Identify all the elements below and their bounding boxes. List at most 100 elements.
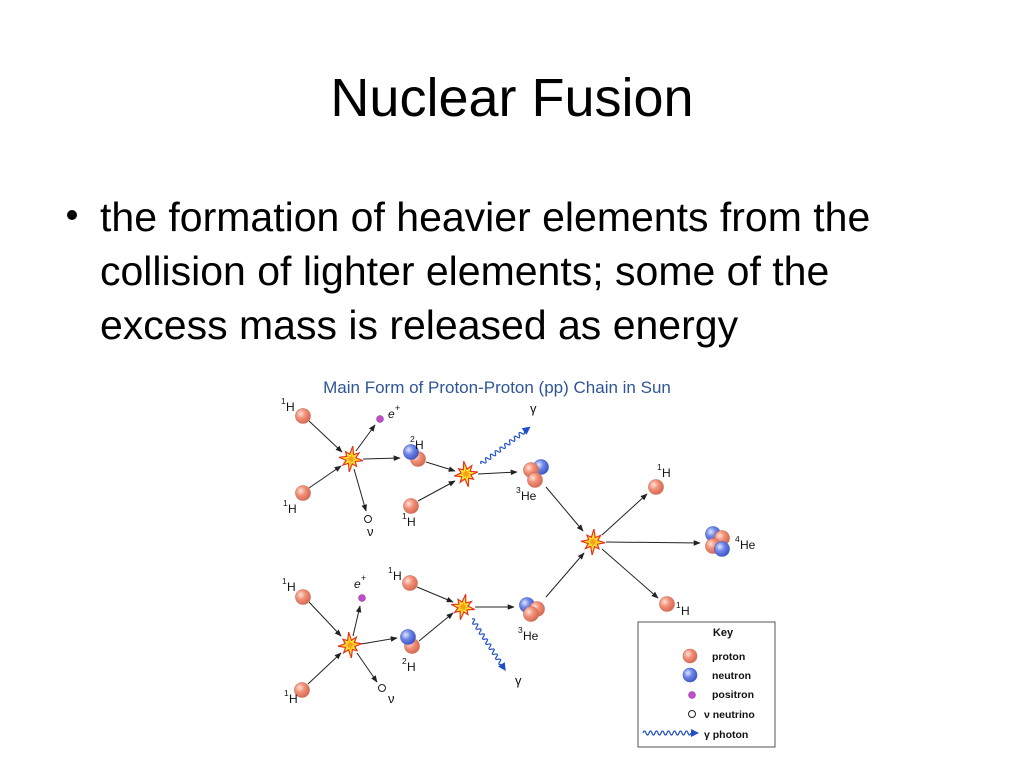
mass-number: 2 <box>402 656 407 666</box>
pp-chain-diagram: Main Form of Proton-Proton (pp) Chain in… <box>281 378 776 748</box>
arrow-fusion-to-deuterium <box>360 636 398 645</box>
neutrino <box>378 684 386 692</box>
key-neutron-swatch <box>682 667 698 683</box>
mass-number: 1 <box>657 462 662 472</box>
mass-number: 4 <box>735 534 740 544</box>
label-neutrino: ν <box>388 691 395 706</box>
label-hydrogen-1: 1 H <box>402 511 416 529</box>
mass-number: 3 <box>516 485 521 495</box>
label-hydrogen-1: 1 H <box>282 576 296 594</box>
proton <box>294 682 310 698</box>
key-label-neutrino: ν neutrino <box>704 709 755 721</box>
arrow-proton-to-fusion <box>308 601 342 637</box>
element-symbol: H <box>415 438 424 452</box>
gamma-photon-wave <box>471 618 506 671</box>
key-positron-swatch <box>688 691 696 699</box>
label-hydrogen-1: 1 H <box>283 498 297 516</box>
label-helium-4: 4 He <box>735 534 756 552</box>
label-neutrino: ν <box>367 524 374 539</box>
arrow-fusion-to-proton <box>601 493 648 536</box>
label-hydrogen-2: 2 H <box>402 656 416 674</box>
bullet-line: excess mass is released as energy <box>100 302 739 348</box>
helium3-nucleus <box>519 597 545 622</box>
key-label-neutron: neutron <box>712 670 751 682</box>
proton <box>295 589 311 605</box>
arrow-proton-to-fusion <box>308 420 343 453</box>
element-symbol: He <box>740 538 756 552</box>
diagram-title: Main Form of Proton-Proton (pp) Chain in… <box>323 378 671 397</box>
deuterium-nucleus <box>403 444 426 467</box>
fusion-burst <box>336 443 366 475</box>
neutrino <box>364 515 372 523</box>
positron <box>358 594 366 602</box>
positron <box>376 415 384 423</box>
bullet-line: collision of lighter elements; some of t… <box>100 248 830 294</box>
label-helium-3: 3 He <box>518 625 539 643</box>
label-hydrogen-1: 1 H <box>657 462 671 480</box>
fusion-burst <box>579 527 607 557</box>
element-symbol: H <box>393 569 402 583</box>
lower-branch: 1 H 1 H e + ν 1 H 2 H γ 3 He <box>282 552 585 706</box>
proton <box>295 485 311 501</box>
arrow-fusion-to-positron <box>355 424 376 452</box>
deuterium-nucleus <box>400 629 420 654</box>
neutron <box>400 629 416 645</box>
arrow-deuterium-to-fusion <box>418 612 454 642</box>
label-hydrogen-1: 1 H <box>676 600 690 618</box>
key-title: Key <box>713 627 734 639</box>
arrow-proton-to-fusion <box>307 652 342 685</box>
proton <box>403 498 419 514</box>
key-neutrino-swatch <box>688 710 696 718</box>
label-hydrogen-1: 1 H <box>281 396 295 414</box>
arrow-fusion-to-helium3 <box>477 469 518 476</box>
upper-branch: 1 H 1 H e + ν 2 H 1 H γ 3 He <box>281 396 584 539</box>
mass-number: 1 <box>676 600 681 610</box>
arrow-proton-to-fusion <box>308 465 342 489</box>
slide-title: Nuclear Fusion <box>330 68 694 128</box>
label-gamma: γ <box>530 401 537 416</box>
arrow-fusion-to-deuterium <box>362 455 401 461</box>
mass-number: 1 <box>282 576 287 586</box>
bullet-text: the formation of heavier elements from t… <box>100 190 1000 352</box>
proton <box>527 472 543 488</box>
element-symbol: H <box>407 660 416 674</box>
arrow-fusion-to-positron <box>352 605 362 637</box>
fusion-burst <box>447 591 479 623</box>
neutron <box>403 444 419 460</box>
mass-number: 1 <box>284 688 289 698</box>
positron-charge: + <box>395 403 400 413</box>
neutron <box>714 541 730 557</box>
mass-number: 1 <box>283 498 288 508</box>
arrow-helium3-to-fusion <box>545 552 585 598</box>
mass-number: 3 <box>518 625 523 635</box>
bullet-marker <box>67 210 77 220</box>
bullet-line: the formation of heavier elements from t… <box>100 194 871 240</box>
element-symbol: H <box>662 466 671 480</box>
element-symbol: H <box>407 515 416 529</box>
key-box <box>637 621 776 748</box>
helium4-nucleus <box>705 526 730 557</box>
positron-symbol: e <box>388 407 395 421</box>
element-symbol: He <box>521 489 537 503</box>
arrow-fusion-to-neutrino <box>356 652 378 683</box>
element-symbol: H <box>289 692 298 706</box>
mass-number: 1 <box>402 511 407 521</box>
arrow-proton-to-fusion <box>416 586 454 603</box>
positron-symbol: e <box>354 577 361 591</box>
fusion-burst <box>451 458 481 490</box>
label-positron: e + <box>354 573 366 591</box>
legend-key: Key proton neutron positron ν neutrino γ… <box>637 621 776 748</box>
label-gamma: γ <box>515 673 522 688</box>
arrow-fusion-to-proton <box>601 548 659 599</box>
label-hydrogen-2: 2 H <box>410 434 424 452</box>
label-helium-3: 3 He <box>516 485 537 503</box>
key-label-proton: proton <box>712 651 745 663</box>
element-symbol: H <box>287 580 296 594</box>
mass-number: 2 <box>410 434 415 444</box>
proton <box>295 408 311 424</box>
proton <box>402 575 418 591</box>
label-hydrogen-1: 1 H <box>284 688 298 706</box>
arrow-fusion-to-helium4 <box>605 540 701 546</box>
element-symbol: He <box>523 629 539 643</box>
